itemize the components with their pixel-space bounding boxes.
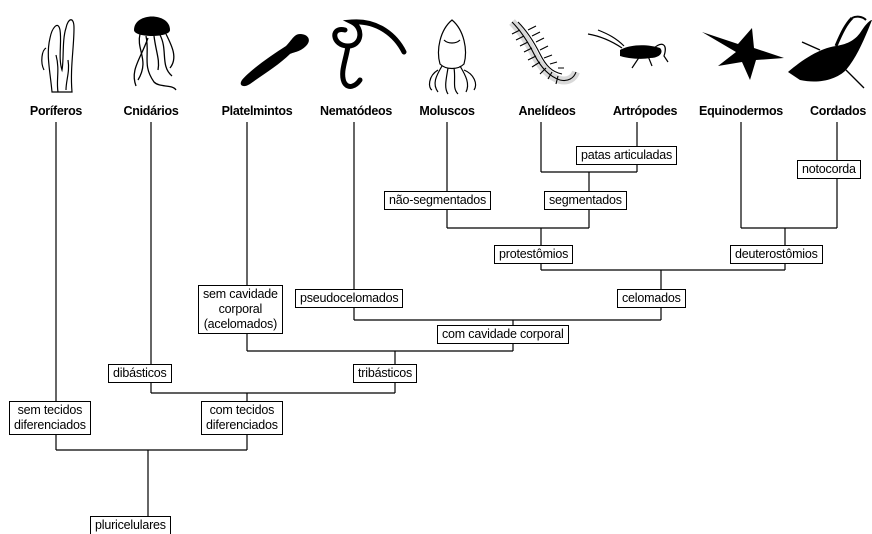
trait-com-cavidade-corporal: com cavidade corporal (437, 325, 569, 344)
taxon-label-anelideos: Anelídeos (518, 104, 576, 118)
trait-com-tecidos-line-1: com tecidos (209, 403, 275, 417)
sponge-icon (41, 19, 75, 93)
millipede-icon (509, 19, 580, 85)
trait-nao-segmentados: não-segmentados (384, 191, 492, 210)
trait-deuterostomios: deuterostômios (730, 245, 823, 264)
trait-protestomios: protestômios (494, 245, 574, 264)
taxon-label-moluscos: Moluscos (419, 104, 475, 118)
trait-com-tecidos-line-2: diferenciados (206, 418, 278, 432)
trait-acelomados: sem cavidade corporal (acelomados) (198, 285, 283, 334)
roundworm-icon (332, 19, 407, 89)
flatworm-icon (240, 34, 309, 87)
taxon-label-cnidarios: Cnidários (123, 104, 179, 118)
trait-sem-tecidos-line-1: sem tecidos (17, 403, 83, 417)
trait-celomados: celomados (617, 289, 686, 308)
starfish-icon (702, 28, 784, 80)
trait-dibasticos: dibásticos (108, 364, 172, 383)
trait-acelomados-line-3: (acelomados) (203, 317, 278, 331)
trait-sem-tecidos-diferenciados: sem tecidos diferenciados (9, 401, 91, 435)
squid-icon (428, 19, 477, 95)
taxon-label-equinodermos: Equinodermos (699, 104, 783, 118)
jellyfish-icon (133, 16, 177, 91)
trait-acelomados-line-1: sem cavidade (203, 287, 278, 301)
trait-pluricelulares: pluricelulares (90, 516, 171, 534)
trait-sem-tecidos-line-2: diferenciados (14, 418, 86, 432)
trait-pseudocelomados: pseudocelomados (295, 289, 404, 308)
taxon-label-poriferos: Poríferos (29, 104, 83, 118)
taxon-label-artropodes: Artrópodes (612, 104, 678, 118)
trait-com-tecidos-diferenciados: com tecidos diferenciados (201, 401, 283, 435)
taxon-label-platelmintos: Platelmintos (221, 104, 293, 118)
trait-tribasticos: tribásticos (353, 364, 418, 383)
heron-icon (788, 15, 872, 89)
trait-notocorda: notocorda (797, 160, 861, 179)
taxon-label-nematodeos: Nematódeos (319, 104, 393, 118)
grasshopper-icon (587, 29, 669, 69)
trait-segmentados: segmentados (544, 191, 627, 210)
taxon-label-cordados: Cordados (810, 104, 866, 118)
trait-patas-articuladas: patas articuladas (576, 146, 678, 165)
trait-acelomados-line-2: corporal (218, 302, 263, 316)
